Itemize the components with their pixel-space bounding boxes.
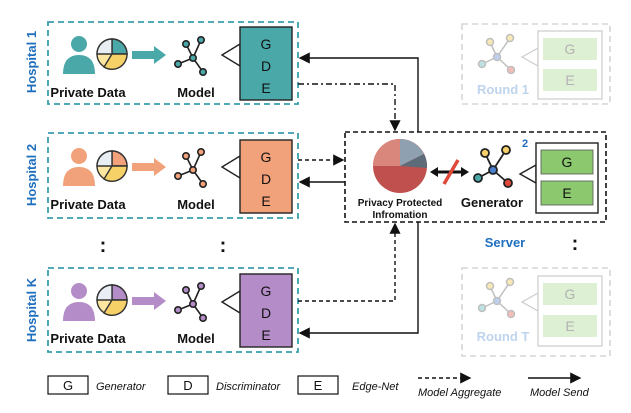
- hospital-k-label: Hospital K: [24, 277, 39, 342]
- hospital-2-label: Hospital 2: [24, 144, 39, 206]
- legend-d-key: D: [183, 378, 192, 393]
- round-1-label: Round 1: [477, 82, 529, 97]
- e-letter: E: [562, 185, 571, 201]
- g-letter: G: [565, 286, 576, 302]
- data-pie-icon: [96, 284, 128, 317]
- flow-arrow: [132, 292, 166, 310]
- model-label: Model: [177, 85, 215, 100]
- round-t-panel: Round T G E: [461, 267, 611, 357]
- hospital-2-panel: Hospital 2 Private Data Model G D E: [24, 132, 299, 219]
- private-data-label: Private Data: [50, 197, 126, 212]
- privacy-pie-icon: [373, 139, 428, 193]
- person-icon: [63, 36, 95, 74]
- round-badge: 2: [522, 138, 528, 150]
- g-letter: G: [261, 149, 272, 165]
- g-letter: G: [562, 154, 573, 170]
- network-icon: [174, 281, 208, 322]
- generator-network-icon: [473, 145, 513, 188]
- hospital-1-panel: Hospital 1 Private Data Model G D E: [24, 21, 299, 105]
- connectors: [298, 52, 419, 339]
- d-letter: D: [261, 171, 271, 187]
- e-letter: E: [261, 327, 270, 343]
- server-panel: Privacy Protected Infromation 2 Generato…: [344, 131, 607, 223]
- network-icon: [477, 33, 516, 75]
- e-letter: E: [261, 80, 270, 96]
- blocked-exchange-icon: [430, 159, 469, 185]
- d-letter: D: [261, 305, 271, 321]
- ellipsis-marker: :: [100, 235, 107, 257]
- network-icon: [477, 277, 516, 319]
- g-letter: G: [565, 41, 576, 57]
- privacy-line-2: Infromation: [373, 210, 428, 221]
- legend-e-key: E: [314, 378, 323, 393]
- legend-g-key: G: [63, 378, 73, 393]
- generator-label: Generator: [461, 195, 523, 210]
- hospital-1-label: Hospital 1: [24, 31, 39, 93]
- private-data-label: Private Data: [50, 331, 126, 346]
- legend-aggregate-text: Model Aggregate: [418, 387, 501, 399]
- legend: G Generator D Discriminator E Edge-Net M…: [47, 372, 590, 399]
- hospital-k-panel: Hospital K Private Data Model G D E: [24, 267, 299, 353]
- g-letter: G: [261, 283, 272, 299]
- send-arrow: [298, 52, 419, 132]
- d-letter: D: [261, 58, 271, 74]
- round-t-label: Round T: [477, 329, 530, 344]
- legend-e-text: Edge-Net: [352, 381, 399, 393]
- legend-g-text: Generator: [96, 381, 147, 393]
- e-letter: E: [261, 193, 270, 209]
- round-1-panel: Round 1 G E: [461, 23, 611, 105]
- ellipsis-marker: :: [572, 233, 579, 255]
- legend-send-text: Model Send: [530, 387, 590, 399]
- legend-d-text: Discriminator: [216, 381, 282, 393]
- flow-arrow: [132, 46, 166, 64]
- gde-box: [239, 26, 293, 101]
- model-label: Model: [177, 331, 215, 346]
- gde-box: [239, 273, 293, 348]
- ellipsis-marker: :: [220, 235, 227, 257]
- e-letter: E: [565, 318, 574, 334]
- model-label: Model: [177, 197, 215, 212]
- data-pie-icon: [96, 38, 128, 71]
- flow-arrow: [132, 158, 166, 176]
- gde-box: [239, 139, 293, 214]
- aggregate-arrow: [298, 83, 401, 132]
- person-icon: [63, 283, 95, 321]
- private-data-label: Private Data: [50, 85, 126, 100]
- person-icon: [63, 148, 95, 186]
- network-icon: [174, 35, 208, 77]
- send-arrow: [298, 222, 419, 339]
- server-label: Server: [485, 235, 525, 250]
- g-letter: G: [261, 36, 272, 52]
- network-icon: [174, 148, 208, 189]
- privacy-line-1: Privacy Protected: [358, 198, 443, 209]
- e-letter: E: [565, 72, 574, 88]
- aggregate-arrow: [298, 222, 401, 302]
- data-pie-icon: [96, 150, 128, 183]
